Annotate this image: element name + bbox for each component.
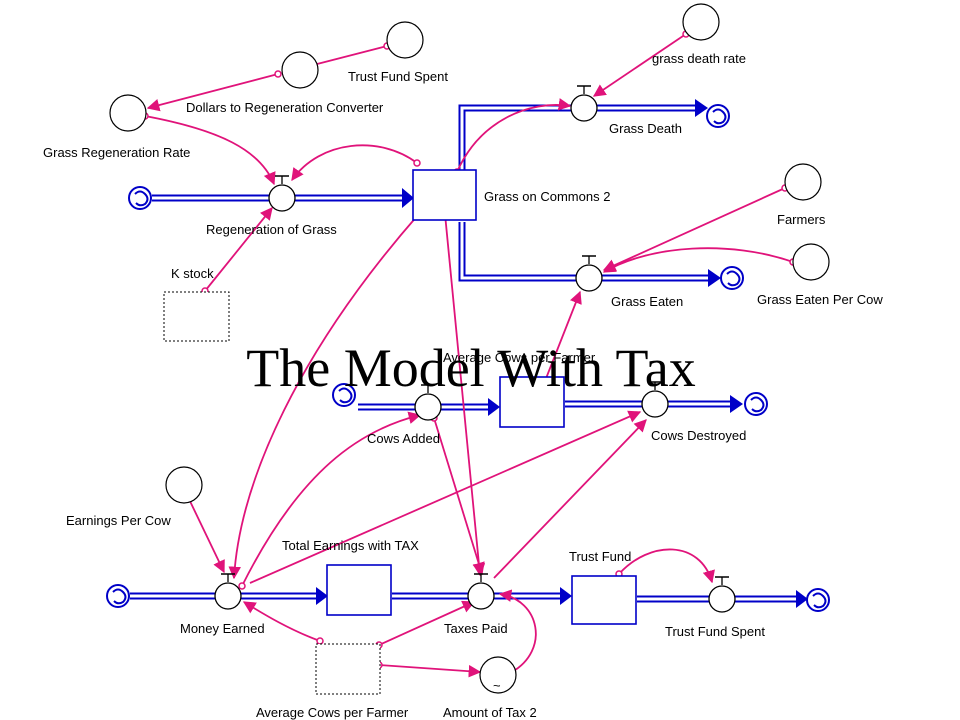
- label-trust-fund-spent-aux: Trust Fund Spent: [348, 69, 448, 84]
- aux-farmers: [784, 163, 822, 201]
- label-farmers: Farmers: [777, 212, 826, 227]
- aux-earnings-per-cow: [165, 466, 203, 504]
- label-total-earnings-with-tax: Total Earnings with TAX: [282, 538, 419, 553]
- label-money-earned: Money Earned: [180, 621, 265, 636]
- cloud-icons: [106, 104, 830, 612]
- label-grass-on-commons: Grass on Commons 2: [484, 189, 610, 204]
- labels: Trust Fund Spent Dollars to Regeneration…: [43, 51, 883, 720]
- label-grass-eaten-per-cow: Grass Eaten Per Cow: [757, 292, 883, 307]
- cloud-icon: [706, 104, 730, 128]
- cloud-icon: [744, 392, 768, 416]
- valve-grass-eaten: [575, 255, 603, 292]
- cloud-icon: [806, 588, 830, 612]
- valve-money-earned: [214, 573, 242, 610]
- valve-cows-destroyed: [641, 381, 669, 418]
- valve-grass-death: [570, 85, 598, 122]
- label-taxes-paid: Taxes Paid: [444, 621, 508, 636]
- label-cows-added: Cows Added: [367, 431, 440, 446]
- label-trust-fund: Trust Fund: [569, 549, 631, 564]
- auxiliaries: ~: [109, 3, 830, 694]
- ghost-average-cows: [315, 643, 381, 695]
- valve-trust-fund-spent: [708, 576, 736, 613]
- label-dollars-converter: Dollars to Regeneration Converter: [186, 100, 384, 115]
- cloud-icon: [106, 584, 130, 608]
- stock-grass-on-commons: [412, 169, 477, 221]
- label-cows-destroyed: Cows Destroyed: [651, 428, 746, 443]
- ghost-k-stock: [163, 291, 230, 342]
- label-amount-of-tax-2: Amount of Tax 2: [443, 705, 537, 720]
- aux-dollars-converter: [281, 51, 319, 89]
- cloud-icon: [720, 266, 744, 290]
- label-grass-regeneration-rate: Grass Regeneration Rate: [43, 145, 190, 160]
- amount-of-tax-symbol: ~: [493, 678, 501, 693]
- aux-grass-death-rate: [682, 3, 720, 41]
- label-trust-fund-spent: Trust Fund Spent: [665, 624, 765, 639]
- cloud-icon: [332, 383, 356, 407]
- aux-trust-fund-spent: [386, 21, 424, 59]
- cloud-icon: [128, 186, 152, 210]
- stock-cows: [499, 376, 565, 428]
- label-grass-death-rate: grass death rate: [652, 51, 746, 66]
- aux-grass-regeneration-rate: [109, 94, 147, 132]
- label-average-cows-per-farmer: Average Cows per Farmer: [256, 705, 409, 720]
- label-average-cows-per-farmer-top: Average Cows per Farmer: [443, 350, 596, 365]
- valves: [214, 85, 736, 613]
- label-grass-eaten: Grass Eaten: [611, 294, 683, 309]
- aux-amount-of-tax: [479, 656, 517, 694]
- influence-links: [144, 33, 794, 678]
- label-regeneration-of-grass: Regeneration of Grass: [206, 222, 337, 237]
- stock-total-earnings: [326, 564, 392, 616]
- valve-regeneration: [268, 175, 296, 212]
- label-earnings-per-cow: Earnings Per Cow: [66, 513, 171, 528]
- label-k-stock: K stock: [171, 266, 214, 281]
- label-grass-death: Grass Death: [609, 121, 682, 136]
- valve-taxes-paid: [467, 573, 495, 610]
- aux-grass-eaten-per-cow: [792, 243, 830, 281]
- valve-cows-added: [414, 384, 442, 421]
- stocks: [163, 169, 637, 695]
- stock-trust-fund: [571, 575, 637, 625]
- slide-title: The Model With Tax: [246, 338, 695, 398]
